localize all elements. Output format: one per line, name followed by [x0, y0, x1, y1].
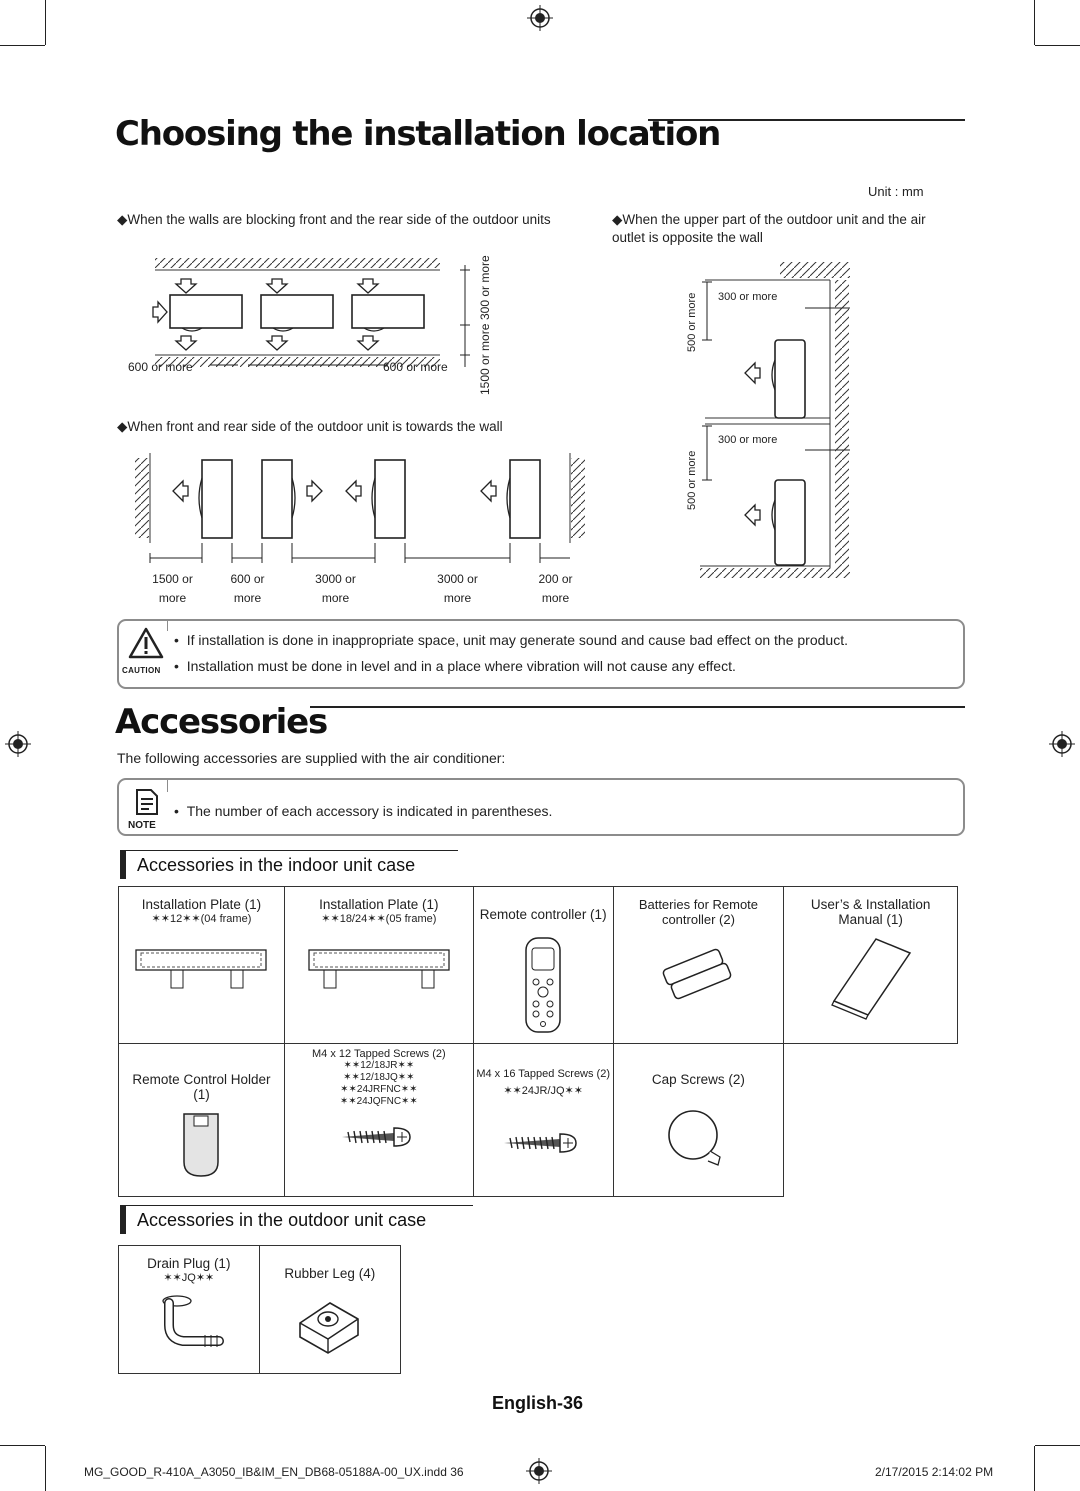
accessory-cell: User’s & Installation Manual (1): [783, 886, 958, 1044]
diamond-bullet-icon: ◆: [117, 212, 128, 227]
crop-mark: [0, 1445, 45, 1446]
heading-underline: [120, 850, 458, 851]
accessory-cell: M4 x 12 Tapped Screws (2) ✶✶12/18JR✶✶ ✶✶…: [283, 1043, 474, 1197]
crop-mark: [1034, 1446, 1035, 1491]
empty-cell: [783, 1043, 958, 1197]
section-title-installation-location: Choosing the installation location: [115, 114, 721, 154]
accessory-cell: M4 x 16 Tapped Screws (2) ✶✶24JR/JQ✶✶: [472, 1043, 614, 1197]
manual-icon: [830, 938, 911, 1020]
caution-item-2: • Installation must be done in level and…: [174, 658, 736, 674]
page-number: English-36: [492, 1393, 584, 1413]
remote-holder-icon: [183, 1113, 220, 1177]
diamond-bullet-icon: ◆: [612, 212, 623, 227]
unit-note: Unit : mm: [868, 184, 924, 199]
diamond-bullet-icon: ◆: [117, 419, 128, 434]
crop-mark: [1034, 0, 1035, 45]
diagram-side-by-side-units: [152, 258, 470, 367]
accessory-cell: Drain Plug (1) ✶✶JQ✶✶: [118, 1245, 260, 1374]
caution-item-1: • If installation is done in inappropria…: [174, 632, 848, 648]
footer-file-info: MG_GOOD_R-410A_A3050_IB&IM_EN_DB68-05188…: [84, 1465, 464, 1479]
clearance-label-top: 300 or more: [478, 255, 492, 320]
caution-icon: [128, 627, 164, 659]
crop-mark: [1035, 1445, 1080, 1446]
clearance-label-c-bottom: 300 or more: [718, 434, 778, 446]
clearance-label-right: 600 or more: [383, 360, 448, 374]
accessory-cell: Remote controller (1): [472, 886, 614, 1044]
caution-box: CAUTION • If installation is done in ina…: [117, 619, 965, 689]
clearance-label-c-height1: 500 or more: [686, 292, 698, 352]
accessory-cell: Installation Plate (1) ✶✶12✶✶(04 frame): [118, 886, 285, 1044]
accessory-cell: Cap Screws (2): [612, 1043, 785, 1197]
clearance-label-c-height2: 500 or more: [686, 450, 698, 510]
clearance-label-c-top: 300 or more: [718, 291, 778, 303]
remote-controller-icon: [525, 937, 561, 1033]
clearance-label-left: 600 or more: [128, 360, 193, 374]
accessories-intro: The following accessories are supplied w…: [117, 750, 506, 766]
rubber-leg-icon: [298, 1302, 359, 1354]
cap-screw-icon: [668, 1110, 722, 1166]
accessory-cell: Batteries for Remote controller (2): [612, 886, 785, 1044]
registration-mark-icon: [5, 731, 31, 757]
crop-mark: [1035, 45, 1080, 46]
note-divider: [167, 778, 168, 792]
note-label: NOTE: [128, 820, 156, 831]
note-item: • The number of each accessory is indica…: [174, 803, 553, 819]
indoor-accessories-heading: Accessories in the indoor unit case: [119, 851, 416, 879]
outdoor-accessories-table: Drain Plug (1) ✶✶JQ✶✶ Rubber Leg (4): [118, 1245, 402, 1374]
crop-mark: [45, 1446, 46, 1491]
title-rule: [648, 119, 965, 121]
installation-plate-04-icon: [135, 949, 268, 989]
diagram-facing-walls: [135, 453, 585, 563]
accessory-cell: Rubber Leg (4): [258, 1245, 402, 1374]
diagram-stacked-units: [700, 262, 850, 578]
title-rule: [310, 706, 965, 708]
footer-date: 2/17/2015 2:14:02 PM: [875, 1465, 994, 1479]
section-title-accessories: Accessories: [115, 702, 328, 742]
drain-plug-icon: [162, 1295, 224, 1347]
heading-underline: [120, 1205, 473, 1206]
accessory-cell: Remote Control Holder (1): [118, 1043, 285, 1197]
caution-divider: [167, 619, 168, 631]
note-box: NOTE • The number of each accessory is i…: [117, 778, 965, 836]
case-b-description: ◆When front and rear side of the outdoor…: [117, 419, 503, 434]
accessory-cell: Installation Plate (1) ✶✶18/24✶✶(05 fram…: [283, 886, 474, 1044]
indoor-accessories-table: Installation Plate (1) ✶✶12✶✶(04 frame) …: [118, 886, 958, 1197]
caution-label: CAUTION: [122, 666, 161, 675]
registration-mark-icon: [526, 1458, 552, 1484]
installation-plate-05-icon: [308, 949, 450, 989]
crop-mark: [45, 0, 46, 45]
clearance-label-bottom: 1500 or more: [478, 323, 492, 395]
tapped-screw-icon: [341, 1127, 411, 1147]
case-c-description: ◆When the upper part of the outdoor unit…: [612, 212, 926, 245]
tapped-screw-icon: [504, 1133, 577, 1153]
registration-mark-icon: [1049, 731, 1075, 757]
note-icon: [136, 789, 158, 815]
registration-mark-icon: [527, 5, 553, 31]
batteries-icon: [663, 948, 732, 1000]
outdoor-accessories-heading: Accessories in the outdoor unit case: [119, 1206, 427, 1234]
case-a-description: ◆When the walls are blocking front and t…: [117, 212, 551, 227]
crop-mark: [0, 45, 45, 46]
